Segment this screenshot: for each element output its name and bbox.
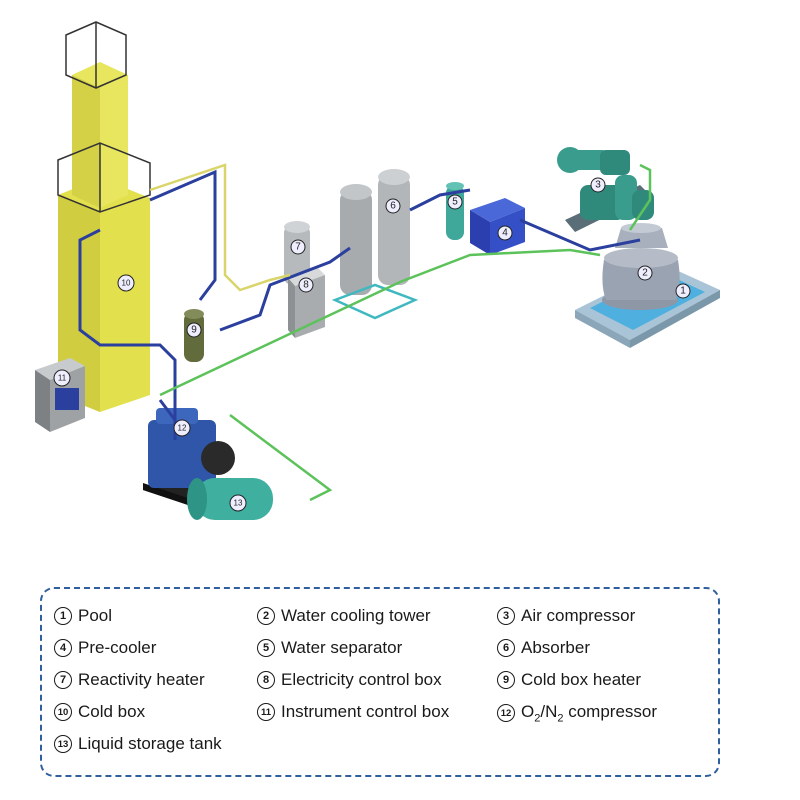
svg-text:9: 9 <box>191 325 197 336</box>
diagram-label-7: 7 <box>290 239 306 255</box>
legend-label: Pre-cooler <box>78 638 157 657</box>
diagram-label-5: 5 <box>447 194 463 210</box>
legend-number-badge: 10 <box>54 703 72 721</box>
legend-item-o2-n2-compressor: 12 O2/N2 compressor <box>497 702 657 724</box>
legend-number-badge: 8 <box>257 671 275 689</box>
pre-cooler <box>470 198 525 255</box>
svg-text:5: 5 <box>452 197 458 208</box>
legend-item-water-separator: 5 Water separator <box>257 638 402 658</box>
yellow-pipes <box>149 163 291 292</box>
legend-item-pre-cooler: 4 Pre-cooler <box>54 638 156 658</box>
legend-label: O2/N2 compressor <box>521 702 658 725</box>
legend-label: Absorber <box>521 638 590 657</box>
blue-pipes <box>78 169 641 440</box>
legend-item-water-cooling-tower: 2 Water cooling tower <box>257 606 431 626</box>
legend-number-badge: 9 <box>497 671 515 689</box>
legend-label: Water cooling tower <box>281 606 431 625</box>
legend-item-electricity-control-box: 8 Electricity control box <box>257 670 442 690</box>
legend-label: Water separator <box>281 638 403 657</box>
water-cooling-tower <box>602 223 680 310</box>
svg-text:3: 3 <box>595 180 601 191</box>
legend-label: Instrument control box <box>281 702 450 721</box>
legend: 1 Pool 2 Water cooling tower 3 Air compr… <box>40 587 720 777</box>
air-separation-plant-diagram: 1 2 3 4 5 6 7 8 9 10 11 12 13 <box>35 21 720 520</box>
legend-item-cold-box-heater: 9 Cold box heater <box>497 670 641 690</box>
legend-number-badge: 6 <box>497 639 515 657</box>
legend-item-reactivity-heater: 7 Reactivity heater <box>54 670 205 690</box>
diagram-label-4: 4 <box>497 225 513 241</box>
legend-number-badge: 5 <box>257 639 275 657</box>
svg-text:2: 2 <box>642 268 648 279</box>
legend-number-badge: 1 <box>54 607 72 625</box>
reactivity-heater <box>284 221 310 285</box>
diagram-label-9: 9 <box>186 322 202 338</box>
diagram-label-10: 10 <box>117 274 135 292</box>
legend-number-badge: 7 <box>54 671 72 689</box>
diagram-label-2: 2 <box>637 265 653 281</box>
svg-text:7: 7 <box>295 242 301 253</box>
diagram-label-1: 1 <box>675 283 691 299</box>
legend-item-air-compressor: 3 Air compressor <box>497 606 635 626</box>
diagram-label-13: 13 <box>229 494 247 512</box>
svg-text:12: 12 <box>178 424 187 433</box>
legend-number-badge: 12 <box>497 704 515 723</box>
svg-text:13: 13 <box>234 499 243 508</box>
legend-label: Air compressor <box>521 606 636 625</box>
legend-number-badge: 13 <box>54 735 72 753</box>
legend-item-absorber: 6 Absorber <box>497 638 590 658</box>
legend-item-liquid-storage-tank: 13 Liquid storage tank <box>54 734 222 754</box>
diagram-label-8: 8 <box>298 277 314 293</box>
liquid-storage-tank <box>187 478 273 520</box>
legend-number-badge: 2 <box>257 607 275 625</box>
legend-number-badge: 11 <box>257 703 275 721</box>
diagram-number-labels: 1 2 3 4 5 6 7 8 9 10 11 12 13 <box>53 177 691 512</box>
air-compressor <box>557 147 654 232</box>
green-pipes <box>159 163 652 502</box>
svg-text:4: 4 <box>502 228 508 239</box>
diagram-label-3: 3 <box>590 177 606 193</box>
svg-text:1: 1 <box>680 286 686 297</box>
legend-number-badge: 4 <box>54 639 72 657</box>
instrument-control-box <box>35 358 85 432</box>
svg-text:10: 10 <box>122 279 131 288</box>
diagram-label-12: 12 <box>173 419 191 437</box>
legend-item-instrument-control-box: 11 Instrument control box <box>257 702 449 722</box>
svg-text:8: 8 <box>303 280 309 291</box>
legend-label: Cold box heater <box>521 670 642 689</box>
svg-text:11: 11 <box>58 374 67 383</box>
legend-label: Pool <box>78 606 113 625</box>
legend-label: Cold box <box>78 702 146 721</box>
cold-box <box>57 21 151 412</box>
legend-item-pool: 1 Pool <box>54 606 112 626</box>
legend-label: Liquid storage tank <box>78 734 222 753</box>
legend-label: Electricity control box <box>281 670 442 689</box>
svg-text:6: 6 <box>390 201 396 212</box>
diagram-label-11: 11 <box>53 369 71 387</box>
legend-item-cold-box: 10 Cold box <box>54 702 145 722</box>
absorbers <box>331 169 419 320</box>
diagram-label-6: 6 <box>385 198 401 214</box>
legend-number-badge: 3 <box>497 607 515 625</box>
legend-label: Reactivity heater <box>78 670 205 689</box>
